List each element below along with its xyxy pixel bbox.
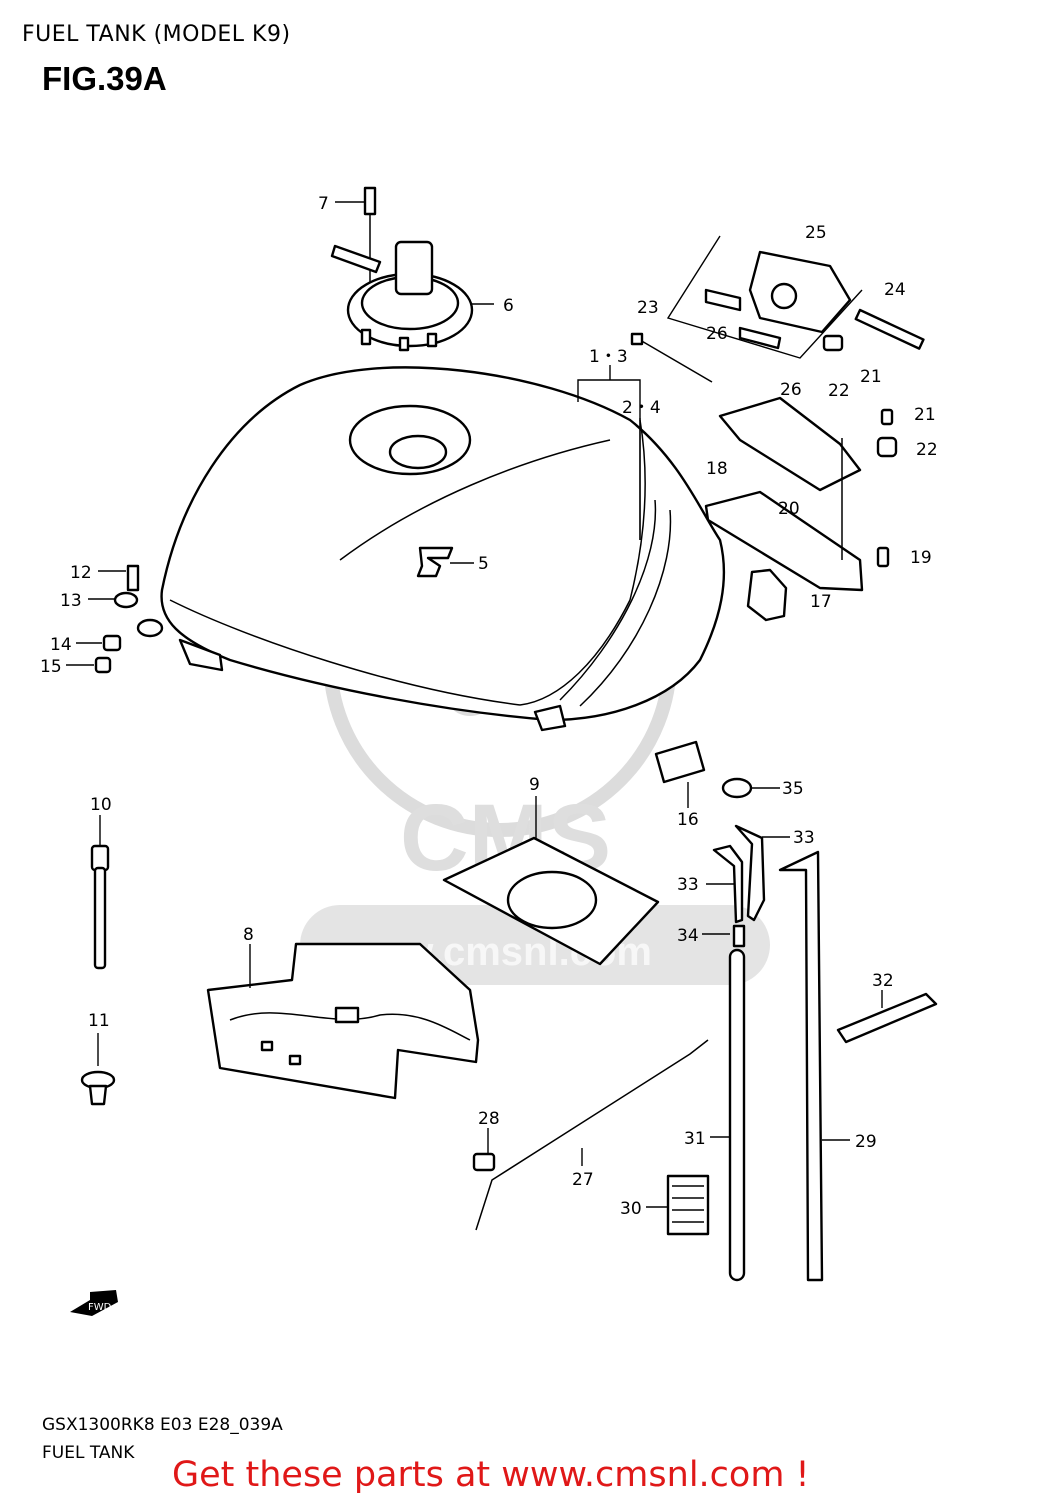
callout-labels: 7 6 25 24 23 26 26 22 21 1・3 2・4 21 22 1… [40,194,938,1219]
tank-plate [442,836,660,966]
strap-part [90,844,110,970]
callout-24: 24 [884,280,906,300]
callout-18: 18 [706,459,728,479]
callout-20: 20 [778,499,800,519]
damper-pad [666,1174,710,1236]
callout-15: 15 [40,657,62,677]
callout-28: 28 [478,1109,500,1129]
callout-11: 11 [88,1011,110,1031]
rear-mount-bracket [630,235,925,622]
callout-32: 32 [872,971,894,991]
forward-arrow-icon: FWD [70,1290,118,1316]
heat-shield-tray [206,942,480,1100]
callout-19: 19 [910,548,932,568]
fuel-tank-body [160,366,726,732]
callout-25: 25 [805,223,827,243]
figure-number: FIG.39A [42,60,167,97]
callout-26-upper: 26 [706,324,728,344]
callout-8: 8 [243,925,254,945]
hoses [712,824,824,1282]
rubber-block [654,740,706,784]
callout-16: 16 [677,810,699,830]
callout-12: 12 [70,563,92,583]
callout-7: 7 [318,194,329,214]
callout-13: 13 [60,591,82,611]
support-rod [472,1039,709,1231]
ring-part [721,777,753,799]
callout-21-lower: 21 [914,405,936,425]
diagram-name: FUEL TANK [42,1443,135,1463]
callout-22-upper: 22 [828,381,850,401]
callout-30: 30 [620,1199,642,1219]
callout-27: 27 [572,1170,594,1190]
callout-21-upper: 21 [860,367,882,387]
callout-33-left: 33 [677,875,699,895]
callout-10: 10 [90,795,112,815]
callout-31: 31 [684,1129,706,1149]
callout-34: 34 [677,926,699,946]
small-bracket [836,992,938,1044]
callout-23: 23 [637,298,659,318]
diagram-code: GSX1300RK8 E03 E28_039A [42,1415,283,1435]
callout-22-lower: 22 [916,440,938,460]
callout-17: 17 [810,592,832,612]
callout-29: 29 [855,1132,877,1152]
left-fasteners [94,564,164,674]
callout-35: 35 [782,779,804,799]
page-title: FUEL TANK (MODEL K9) [22,22,291,47]
fwd-label: FWD [88,1302,112,1313]
promo-link[interactable]: Get these parts at www.cmsnl.com ! [172,1455,810,1495]
clip-part [80,1070,116,1106]
callout-2-4: 2・4 [622,398,661,418]
callout-6: 6 [503,296,514,316]
fuel-cap-assembly [330,186,474,352]
callout-5: 5 [478,554,489,574]
callout-33-right: 33 [793,828,815,848]
callout-1-3: 1・3 [589,347,628,367]
callout-9: 9 [529,775,540,795]
callout-14: 14 [50,635,72,655]
callout-26-lower: 26 [780,380,802,400]
